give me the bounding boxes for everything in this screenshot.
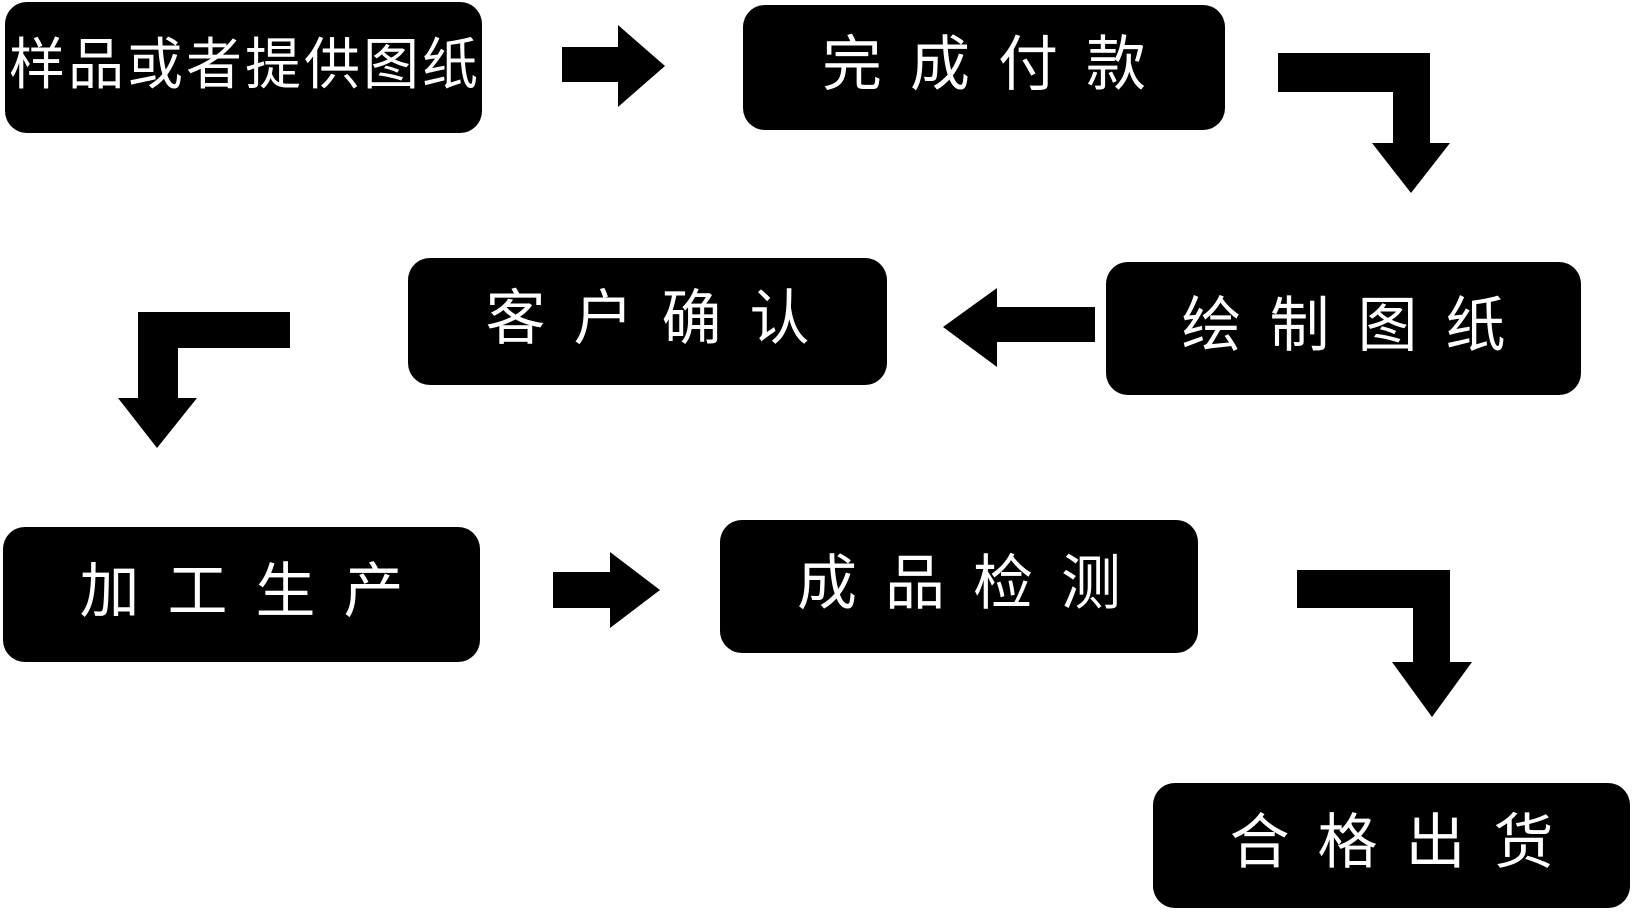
node-draw-drawings: 绘制图纸 — [1106, 262, 1581, 395]
node-label: 样品或者提供图纸 — [9, 32, 481, 96]
node-label: 客户确认 — [485, 284, 838, 352]
node-label: 加工生产 — [79, 557, 432, 625]
node-label: 完成付款 — [822, 30, 1174, 98]
arrow-sample-to-payment — [562, 25, 665, 107]
node-label: 成品检测 — [797, 549, 1149, 617]
node-customer-confirm: 客户确认 — [408, 258, 887, 385]
arrow-confirm-to-production — [118, 312, 290, 448]
node-processing-production: 加工生产 — [3, 527, 480, 662]
node-qualified-shipment: 合格出货 — [1153, 783, 1630, 908]
node-complete-payment: 完成付款 — [743, 5, 1225, 130]
node-label: 绘制图纸 — [1181, 291, 1534, 359]
arrow-production-to-inspection — [553, 552, 660, 628]
arrow-payment-to-drawing — [1278, 53, 1450, 193]
node-sample-or-drawings: 样品或者提供图纸 — [5, 2, 482, 133]
node-finished-product-inspection: 成品检测 — [720, 520, 1198, 653]
arrow-inspection-to-shipment — [1297, 570, 1472, 717]
arrow-drawing-to-confirm — [943, 288, 1095, 367]
node-label: 合格出货 — [1229, 808, 1582, 876]
